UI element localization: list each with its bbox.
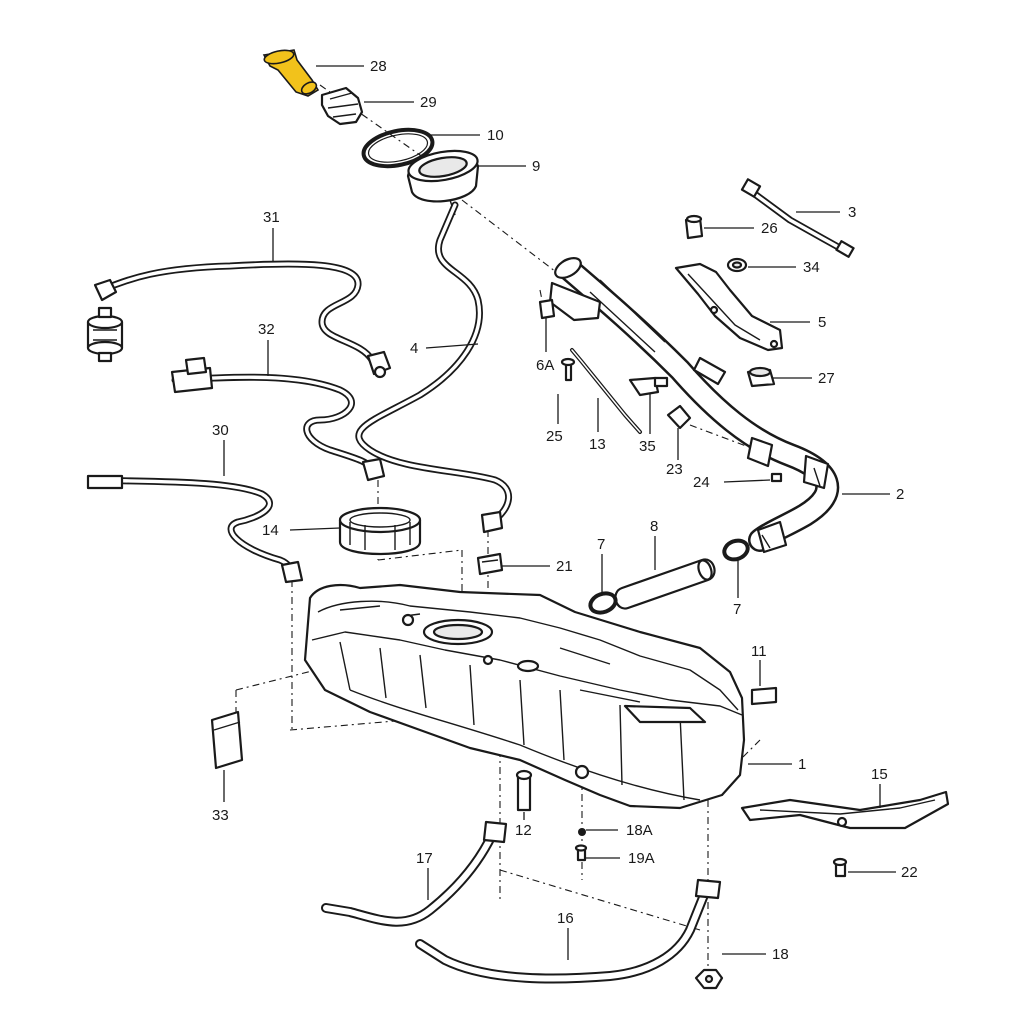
callout-11: 11 (751, 643, 767, 660)
callout-16: 16 (557, 910, 574, 927)
callout-27: 27 (818, 370, 835, 387)
callout-29: 29 (420, 94, 437, 111)
part-32-hose (170, 356, 386, 482)
callout-34: 34 (803, 259, 820, 276)
callout-28: 28 (370, 58, 387, 75)
part-4-vent-tube (355, 201, 513, 526)
callout-12: 12 (515, 822, 532, 839)
callout-14: 14 (262, 522, 279, 539)
callout-31: 31 (263, 209, 280, 226)
part-2-filler-neck (548, 257, 840, 554)
part-30-hose (86, 474, 304, 584)
part-23-damper (666, 404, 692, 430)
part-11-pad (750, 686, 778, 706)
callout-32: 32 (258, 321, 275, 338)
part-17-strap (321, 820, 508, 927)
callout-5: 5 (818, 314, 826, 331)
part-5-heat-shield (674, 262, 784, 352)
fuel-filter (86, 306, 124, 363)
part-29-valve (320, 86, 364, 126)
callout-35: 35 (639, 438, 656, 455)
part-12-stud (515, 769, 533, 812)
callout-19a: 19A (628, 850, 655, 867)
callout-4: 4 (410, 340, 418, 357)
callout-18: 18 (772, 946, 789, 963)
part-22-bolt (832, 857, 848, 878)
part-15-tank-shield (740, 790, 950, 830)
callout-1: 1 (798, 756, 806, 773)
part-21-clip (476, 510, 504, 576)
part-7-clamp-right (722, 538, 750, 562)
callout-labels: 28 29 10 9 3 26 34 5 27 31 32 4 6A 25 13… (212, 58, 918, 963)
part-33-shield-plate (210, 710, 244, 770)
callout-15: 15 (871, 766, 888, 783)
callout-7-left: 7 (597, 536, 605, 553)
callout-21: 21 (556, 558, 573, 575)
leader-lines (223, 65, 896, 960)
part-34-nut (726, 257, 748, 273)
part-26-grommet (684, 214, 704, 240)
callout-17: 17 (416, 850, 433, 867)
callout-10: 10 (487, 127, 504, 144)
callout-23: 23 (666, 461, 683, 478)
callout-24: 24 (693, 474, 710, 491)
part-10-o-ring (361, 127, 435, 169)
part-35-sensor (628, 376, 669, 397)
part-6a-clip (538, 298, 556, 320)
callout-3: 3 (848, 204, 856, 221)
part-19a-bolt (574, 844, 588, 862)
callout-6a: 6A (536, 357, 554, 374)
callout-9: 9 (532, 158, 540, 175)
callout-30: 30 (212, 422, 229, 439)
part-13-rod (570, 348, 642, 434)
callout-18a: 18A (626, 822, 653, 839)
part-14-locking-ring (338, 506, 422, 556)
callout-25: 25 (546, 428, 563, 445)
callout-13: 13 (589, 436, 606, 453)
part-31-hose (93, 260, 392, 379)
part-24-screw (770, 472, 783, 483)
part-8-hose-sleeve (614, 558, 716, 610)
part-3-ground-strap (740, 178, 855, 258)
part-28-adapter-highlighted (262, 49, 320, 97)
part-1-fuel-tank (303, 583, 746, 810)
part-25-bolt (560, 357, 576, 382)
part-7-clamp-left (588, 591, 618, 615)
callout-33: 33 (212, 807, 229, 824)
callout-8: 8 (650, 518, 658, 535)
part-9-filler-housing (406, 149, 480, 216)
callout-7-right: 7 (733, 601, 741, 618)
callout-22: 22 (901, 864, 918, 881)
part-16-strap (415, 878, 722, 984)
part-18a-washer (578, 828, 586, 836)
part-27-nut (746, 366, 776, 388)
part-18-nut (694, 968, 724, 990)
callout-26: 26 (761, 220, 778, 237)
callout-2: 2 (896, 486, 904, 503)
